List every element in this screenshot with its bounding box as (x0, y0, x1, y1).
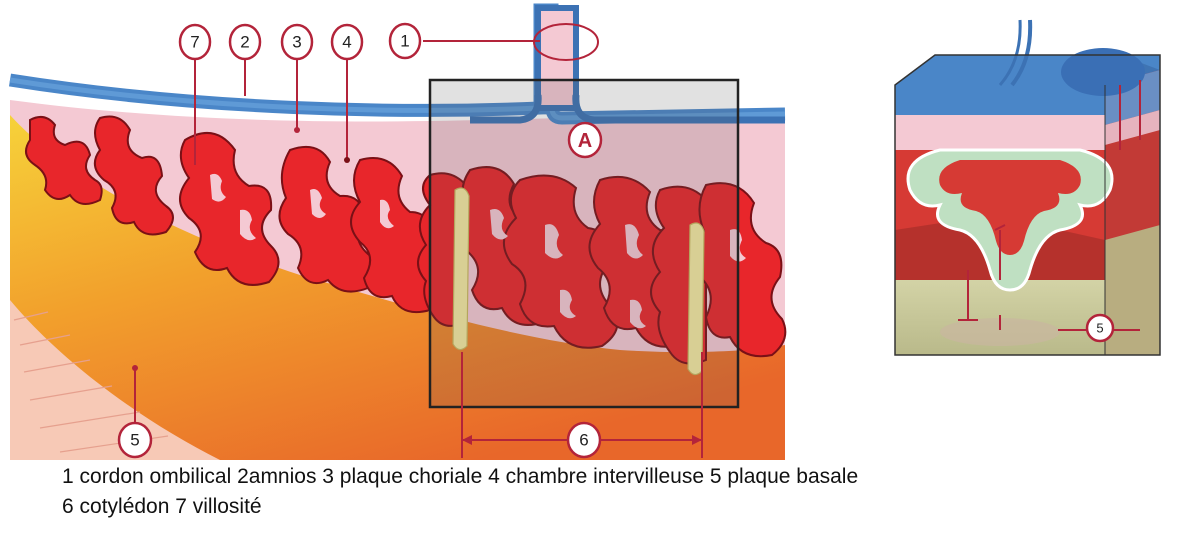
label-7-marker: 7 (180, 25, 210, 59)
label-6: 6 (579, 431, 588, 450)
label-3: 3 (292, 33, 301, 52)
legend-line-2: 6 cotylédon 7 villosité (62, 492, 1172, 522)
label-2-marker: 2 (230, 25, 260, 59)
inset-label-5-marker: 5 (1087, 315, 1113, 341)
legend: 1 cordon ombilical 2amnios 3 plaque chor… (62, 462, 1172, 522)
label-5-marker: 5 (119, 423, 151, 457)
label-A-marker: A (569, 123, 601, 157)
label-6-marker: 6 (568, 423, 600, 457)
label-7: 7 (190, 33, 199, 52)
placenta-main-figure: 7 2 3 4 1 A 5 6 (0, 0, 1180, 460)
label-1-marker: 1 (390, 24, 420, 58)
inset-block (895, 20, 1160, 355)
legend-line-1: 1 cordon ombilical 2amnios 3 plaque chor… (62, 462, 1172, 492)
label-2: 2 (240, 33, 249, 52)
label-4-marker: 4 (332, 25, 362, 59)
label-5: 5 (130, 431, 139, 450)
inset-label-5: 5 (1096, 321, 1103, 336)
label-A: A (578, 130, 592, 152)
label-4: 4 (342, 33, 351, 52)
label-3-marker: 3 (282, 25, 312, 59)
label-1: 1 (400, 32, 409, 51)
